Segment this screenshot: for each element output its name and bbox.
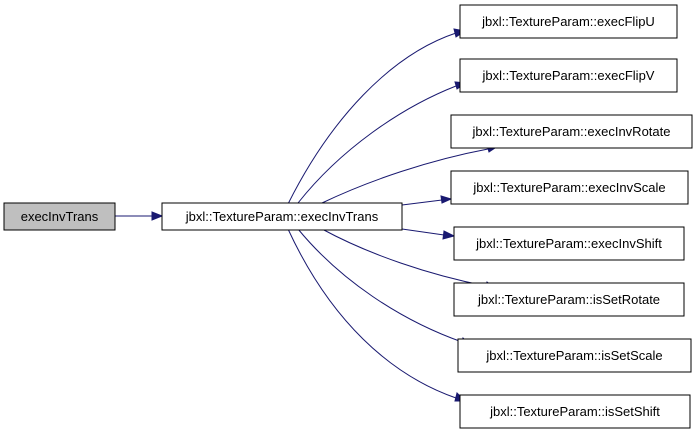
node-execInvScale-label: jbxl::TextureParam::execInvScale — [472, 180, 665, 195]
node-isSetScale[interactable]: jbxl::TextureParam::isSetScale — [457, 338, 692, 373]
node-execInvRotate[interactable]: jbxl::TextureParam::execInvRotate — [450, 114, 693, 149]
node-execFlipU[interactable]: jbxl::TextureParam::execFlipU — [459, 4, 678, 39]
node-root-label: execInvTrans — [21, 209, 99, 224]
node-execInvRotate-label: jbxl::TextureParam::execInvRotate — [472, 124, 671, 139]
edge-main-to-execFlipV — [297, 81, 468, 204]
edge-main-to-isSetScale — [297, 228, 473, 347]
edge-main-to-isSetShift — [287, 228, 467, 402]
node-main-label: jbxl::TextureParam::execInvTrans — [185, 209, 379, 224]
edge-main-to-execInvScale — [401, 195, 453, 206]
node-execInvScale[interactable]: jbxl::TextureParam::execInvScale — [450, 170, 689, 205]
node-execFlipV-label: jbxl::TextureParam::execFlipV — [482, 68, 655, 83]
node-isSetShift-label: jbxl::TextureParam::isSetShift — [489, 404, 660, 419]
node-isSetShift[interactable]: jbxl::TextureParam::isSetShift — [459, 394, 691, 429]
node-main[interactable]: jbxl::TextureParam::execInvTrans — [161, 202, 403, 231]
edge-main-to-execFlipU — [287, 28, 467, 205]
node-isSetScale-label: jbxl::TextureParam::isSetScale — [485, 348, 662, 363]
node-execFlipV[interactable]: jbxl::TextureParam::execFlipV — [459, 58, 678, 93]
node-isSetRotate-label: jbxl::TextureParam::isSetRotate — [477, 292, 660, 307]
node-execInvShift-label: jbxl::TextureParam::execInvShift — [475, 236, 662, 251]
edge-root-to-main — [115, 211, 164, 221]
node-isSetRotate[interactable]: jbxl::TextureParam::isSetRotate — [453, 282, 685, 317]
node-root[interactable]: execInvTrans — [3, 202, 116, 231]
edge-main-to-execInvShift — [401, 228, 456, 240]
node-execFlipU-label: jbxl::TextureParam::execFlipU — [481, 14, 655, 29]
node-execInvShift[interactable]: jbxl::TextureParam::execInvShift — [453, 226, 685, 261]
